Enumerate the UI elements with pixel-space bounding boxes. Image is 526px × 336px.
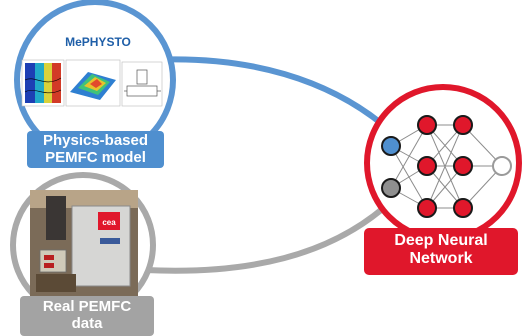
hidden-node xyxy=(453,115,473,135)
realdata-to-network-connector xyxy=(144,202,389,274)
physics-model-label: Physics-based PEMFC model xyxy=(27,131,164,168)
real-data-circle: cea xyxy=(10,172,156,318)
hidden-node xyxy=(453,198,473,218)
hidden-node xyxy=(453,156,473,176)
neural-network-label: Deep Neural Network xyxy=(364,228,518,275)
hidden-node xyxy=(417,156,437,176)
real-data-label-line-2: data xyxy=(71,315,103,332)
output-node xyxy=(492,156,512,176)
software-title: MePHYSTO xyxy=(65,35,131,49)
test-bench-photo: cea xyxy=(30,190,138,300)
physics-model-label-line-1: Physics-based xyxy=(42,132,149,149)
svg-text:cea: cea xyxy=(102,218,116,227)
real-data-label: Real PEMFC data xyxy=(20,296,154,336)
input-node-real-data xyxy=(381,178,401,198)
hidden-node xyxy=(417,198,437,218)
neural-network-circle xyxy=(364,84,522,242)
physics-model-circle xyxy=(14,0,176,161)
input-node-physics xyxy=(381,136,401,156)
neural-network-label-line-2: Network xyxy=(409,250,473,267)
real-data-label-line-1: Real PEMFC xyxy=(42,298,132,315)
hidden-node xyxy=(417,115,437,135)
simulation-plots-image xyxy=(21,59,163,107)
physics-to-network-connector xyxy=(149,56,389,131)
neural-network-label-line-1: Deep Neural xyxy=(394,232,488,249)
physics-model-label-line-2: PEMFC model xyxy=(45,149,146,166)
